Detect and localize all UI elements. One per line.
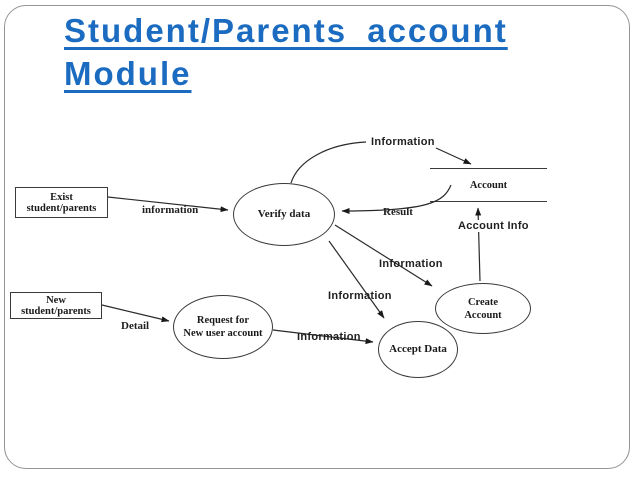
- page-title-line2: Module: [64, 55, 192, 92]
- flow-label-information-exist: information: [142, 204, 199, 216]
- entity-new-student-parents: New student/parents: [10, 292, 102, 319]
- flow-label-information-top: Information: [371, 136, 435, 148]
- process-verify-label: Verify data: [257, 208, 311, 220]
- process-create-label-line2: Account: [464, 309, 502, 321]
- process-create-account: Create Account: [435, 283, 531, 334]
- process-request-new-user-account: Request for New user account: [173, 295, 273, 359]
- page-title-line1: Student/Parents account: [64, 12, 508, 49]
- page-title: Student/Parents account Module: [64, 9, 508, 95]
- flow-label-account-info: Account Info: [455, 220, 532, 232]
- datastore-account-label: Account: [469, 179, 508, 191]
- process-create-label-line1: Create: [467, 296, 499, 308]
- flow-label-information-mid: Information: [328, 290, 392, 302]
- entity-exist-label: Exist student/parents: [26, 191, 97, 214]
- process-request-label-line1: Request for: [196, 315, 250, 326]
- entity-exist-student-parents: Exist student/parents: [15, 187, 108, 218]
- flow-label-information-create: Information: [379, 258, 443, 270]
- process-accept-label: Accept Data: [389, 343, 447, 355]
- process-create-label: Create Account: [464, 296, 501, 322]
- process-request-label: Request for New user account: [183, 314, 262, 340]
- entity-new-label: New student/parents: [21, 294, 91, 317]
- flow-label-information-bottom: Information: [297, 331, 361, 343]
- datastore-account: Account: [430, 168, 547, 202]
- process-accept-data: Accept Data: [378, 321, 458, 378]
- flow-label-detail: Detail: [121, 320, 150, 332]
- process-request-label-line2: New user account: [183, 328, 263, 339]
- process-verify-data: Verify data: [233, 183, 335, 246]
- flow-label-result: Result: [383, 206, 413, 218]
